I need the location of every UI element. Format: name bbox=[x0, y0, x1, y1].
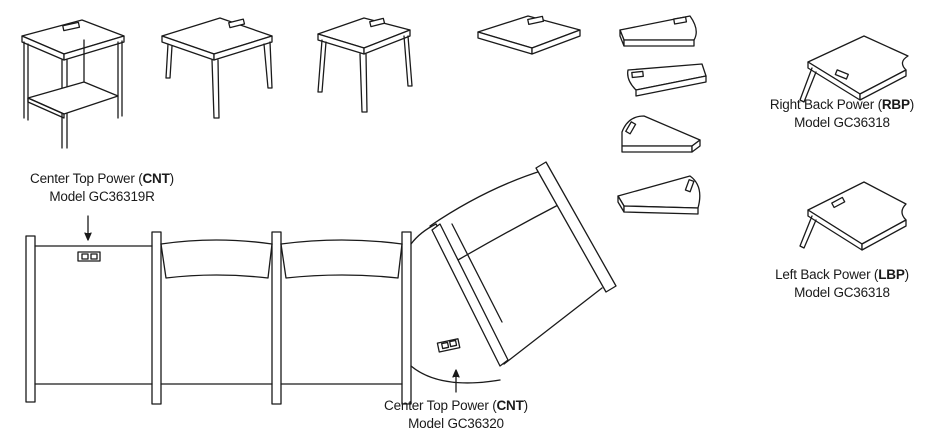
label-center-top-bottom: Center Top Power (CNT) Model GC36320 bbox=[384, 398, 528, 431]
seating-arrangement bbox=[25, 161, 617, 405]
wedge-table-4 bbox=[617, 175, 701, 215]
right-back-power-table bbox=[799, 35, 909, 103]
slab-table bbox=[477, 15, 581, 55]
rectangular-end-table bbox=[317, 17, 413, 113]
wedge-table-1 bbox=[619, 15, 697, 47]
label-center-top-left: Center Top Power (CNT) Model GC36319R bbox=[30, 171, 174, 204]
wedge-table-3 bbox=[621, 115, 701, 153]
left-back-power-table bbox=[799, 181, 907, 251]
label-left-back: Left Back Power (LBP) Model GC36318 bbox=[775, 267, 909, 300]
leader-arrow-bottom bbox=[452, 369, 460, 393]
wedge-table-2 bbox=[627, 63, 707, 97]
leader-arrow-left bbox=[84, 215, 92, 241]
square-end-table bbox=[161, 17, 273, 119]
label-right-back: Right Back Power (RBP) Model GC36318 bbox=[769, 97, 915, 130]
end-table-with-shelf bbox=[21, 19, 125, 149]
